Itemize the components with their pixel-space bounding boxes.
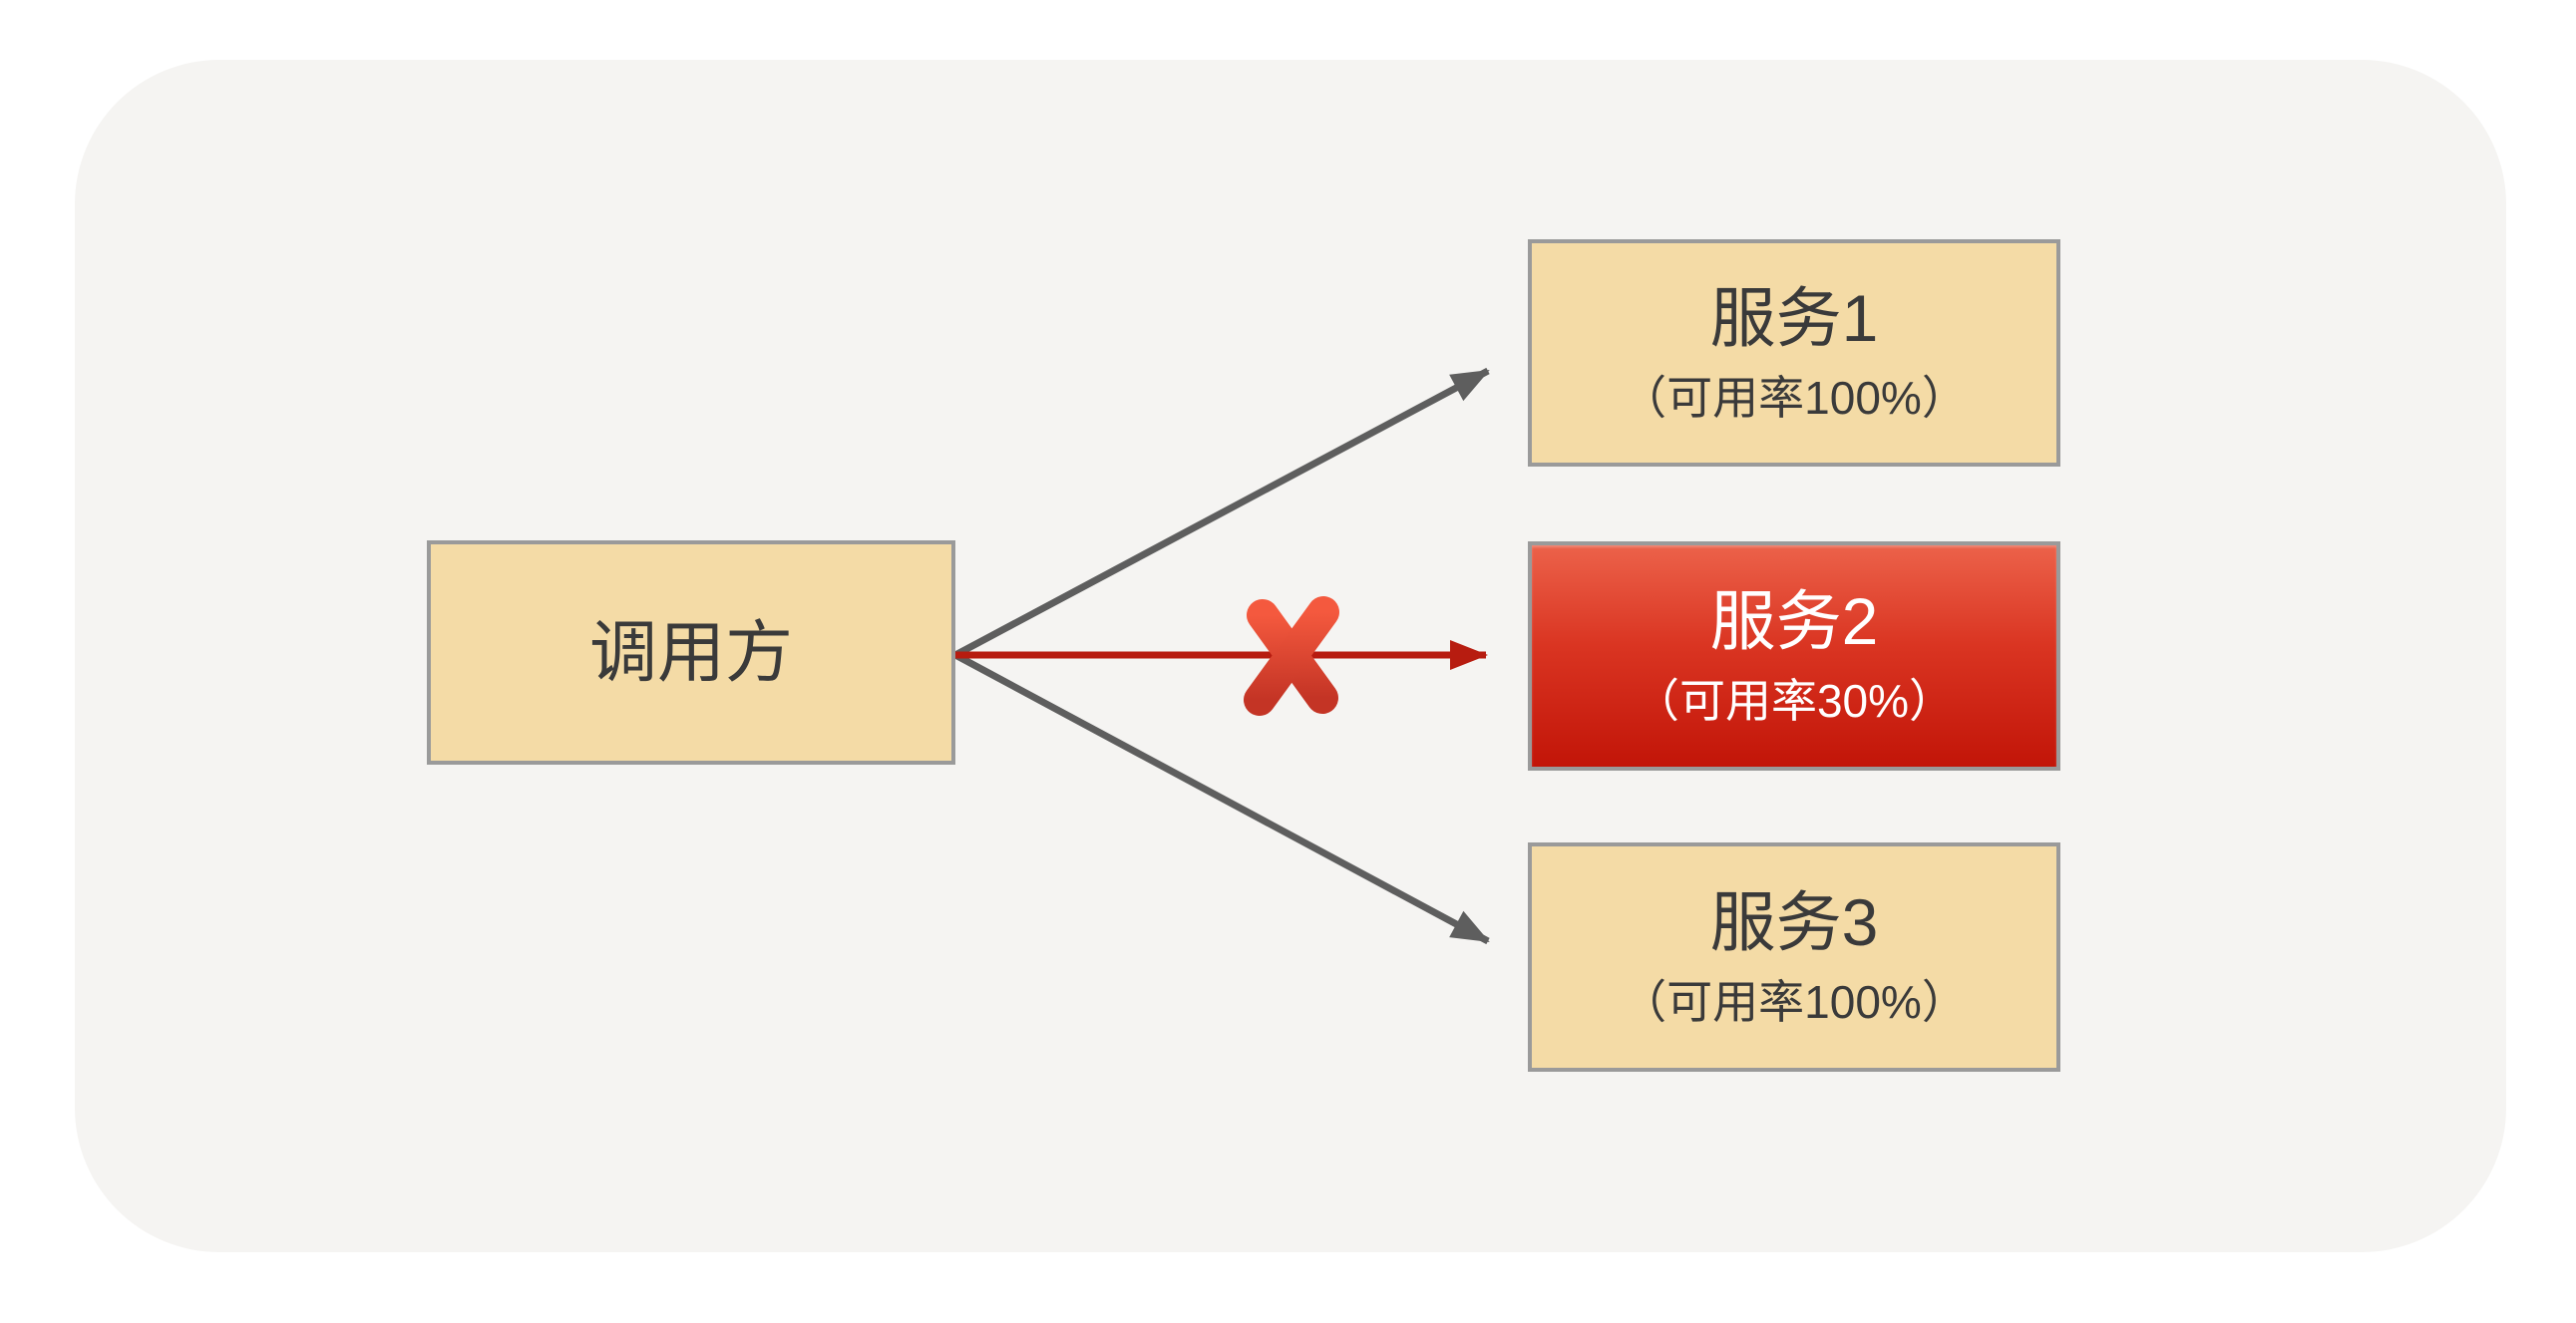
caller-label: 调用方 bbox=[588, 614, 793, 691]
service3-title: 服务3 bbox=[1709, 885, 1879, 959]
service1-availability: （可用率100%） bbox=[1621, 372, 1968, 424]
service2-availability: （可用率30%） bbox=[1633, 675, 1956, 727]
service3-availability: （可用率100%） bbox=[1621, 976, 1968, 1028]
service2-title: 服务2 bbox=[1709, 584, 1879, 658]
caller-node: 调用方 bbox=[427, 540, 955, 765]
service3-node: 服务3 （可用率100%） bbox=[1528, 842, 2060, 1072]
service1-node: 服务1 （可用率100%） bbox=[1528, 239, 2060, 467]
service1-title: 服务1 bbox=[1709, 281, 1879, 355]
service2-node-failing: 服务2 （可用率30%） bbox=[1528, 541, 2060, 771]
